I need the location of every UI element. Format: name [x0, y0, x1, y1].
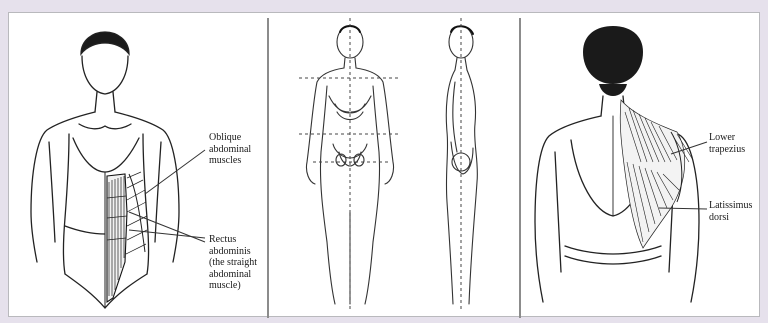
panel-back-muscles: Lower trapezius Latissimus dorsi — [521, 12, 760, 317]
panel-posture-alignment — [269, 12, 519, 317]
panel-abdominal-muscles: Oblique abdominal muscles Rectus abdomin… — [9, 12, 267, 317]
label-rectus-abdominis: Rectus abdominis (the straight abdominal… — [209, 234, 257, 292]
label-latissimus-dorsi: Latissimus dorsi — [709, 200, 752, 223]
back-illustration — [521, 12, 760, 317]
label-lower-trapezius: Lower trapezius — [709, 132, 745, 155]
posture-illustration — [269, 12, 519, 317]
label-oblique-abdominal-muscles: Oblique abdominal muscles — [209, 132, 251, 167]
